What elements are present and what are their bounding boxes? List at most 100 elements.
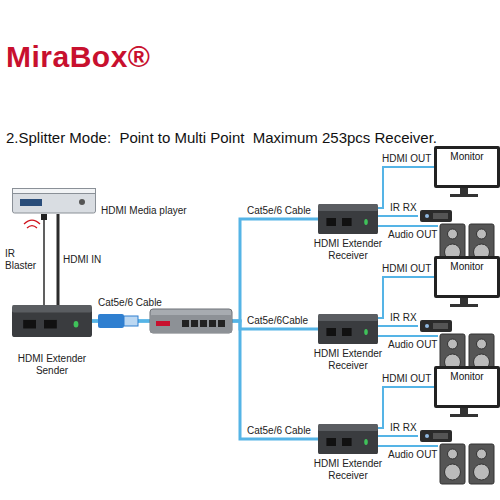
cable-label: Cat5e/6 Cable — [246, 205, 312, 217]
speaker-woofer — [445, 464, 461, 480]
port-label: Cat5e/6 Cable — [98, 297, 162, 308]
monitor-neck — [460, 298, 468, 304]
remote-control — [420, 430, 452, 442]
switch-port — [200, 320, 207, 327]
ir-signal — [24, 220, 40, 228]
device-label: HDMI Extender Receiver — [308, 348, 388, 372]
monitor-neck — [460, 188, 468, 194]
ir-lead — [378, 435, 418, 437]
rj45-tip — [124, 316, 138, 326]
speaker-tweeter — [448, 449, 458, 459]
extender-box: HDMI Extender Sender — [12, 305, 92, 337]
port-label: Audio OUT — [388, 339, 437, 350]
monitor-screen: Monitor — [434, 366, 500, 408]
cable-line — [378, 387, 434, 428]
switch-logo — [156, 321, 170, 326]
extender-top — [318, 204, 378, 211]
cable-line — [378, 167, 434, 208]
extender-box: HDMI Extender Receiver — [318, 424, 378, 454]
monitor-base — [450, 194, 478, 197]
extender-top — [318, 424, 378, 431]
remote-control — [420, 210, 452, 222]
switch-port — [191, 320, 198, 327]
player-body — [13, 191, 96, 213]
extender-port — [342, 218, 352, 226]
extender-body — [318, 318, 378, 344]
player-display — [20, 199, 42, 206]
monitor-label: Monitor — [437, 371, 497, 382]
extender-port — [342, 328, 352, 336]
cable-label: Cat5e/6Cable — [246, 315, 309, 327]
device-picture — [318, 204, 378, 234]
extender-port — [326, 218, 336, 226]
diagram-title: 2.Splitter Mode: Point to Multi Point Ma… — [6, 129, 437, 146]
cable-label: HDMI OUT — [381, 263, 432, 275]
cable-line — [43, 214, 45, 305]
port-label: Audio OUT — [388, 229, 437, 240]
port-label: IR RX — [390, 202, 417, 213]
brand-logo: MiraBox® — [6, 40, 150, 74]
extender-port — [326, 328, 336, 336]
extender-top — [12, 305, 92, 312]
remote-keys — [433, 213, 448, 219]
port-label: Audio OUT — [388, 449, 437, 460]
extender-box: HDMI Extender Receiver — [318, 314, 378, 344]
speaker — [440, 444, 465, 484]
cable-line — [92, 219, 318, 321]
device-label: HDMI Extender Receiver — [308, 238, 388, 262]
cable-line — [92, 321, 318, 439]
port-label: IR RX — [390, 422, 417, 433]
ir-lead — [378, 325, 418, 327]
speaker-tweeter — [477, 449, 487, 459]
extender-led — [364, 329, 368, 335]
speaker-tweeter — [477, 229, 487, 239]
remote-keys — [433, 433, 448, 439]
cable-label: HDMI OUT — [381, 373, 432, 385]
monitor-screen: Monitor — [434, 256, 500, 298]
device-label: HDMI Extender Receiver — [308, 458, 388, 482]
speaker-tweeter — [477, 339, 487, 349]
device-picture — [318, 424, 378, 454]
switch-port — [218, 320, 225, 327]
monitor-label: Monitor — [437, 261, 497, 272]
extender-body — [318, 208, 378, 234]
extender-body — [12, 309, 92, 337]
speaker — [469, 444, 494, 484]
extender-top — [318, 314, 378, 321]
extender-box: HDMI Extender Receiver — [318, 204, 378, 234]
monitor-base — [450, 304, 478, 307]
switch-body — [150, 309, 232, 333]
player-knob — [79, 199, 85, 205]
device-picture — [318, 314, 378, 344]
audio-lead — [378, 445, 438, 447]
speaker-woofer — [474, 464, 490, 480]
cable-line — [378, 277, 434, 318]
extender-port — [342, 438, 352, 446]
cable-label: HDMI IN — [62, 254, 102, 266]
monitor-neck — [460, 408, 468, 414]
extender-port — [326, 438, 336, 446]
remote-button — [425, 324, 429, 328]
switch-front — [150, 315, 232, 333]
device-label: HDMI Media player — [101, 205, 187, 216]
cable-label: HDMI OUT — [381, 153, 432, 165]
speaker-tweeter — [448, 229, 458, 239]
device-label: HDMI Extender Sender — [7, 353, 97, 377]
monitor-base — [450, 414, 478, 417]
extender-led — [364, 219, 368, 225]
monitor-label: Monitor — [437, 151, 497, 162]
audio-lead — [378, 225, 438, 227]
cable-line — [57, 214, 60, 305]
extender-led — [364, 439, 368, 445]
switch-port — [209, 320, 216, 327]
speaker-tweeter — [448, 339, 458, 349]
media-player: HDMI Media player — [12, 188, 96, 214]
extender-led — [74, 321, 79, 327]
player-top — [13, 189, 96, 194]
extender-body — [318, 428, 378, 454]
switch-port — [182, 320, 189, 327]
device-picture — [12, 188, 96, 214]
ir-emitter — [41, 214, 47, 220]
